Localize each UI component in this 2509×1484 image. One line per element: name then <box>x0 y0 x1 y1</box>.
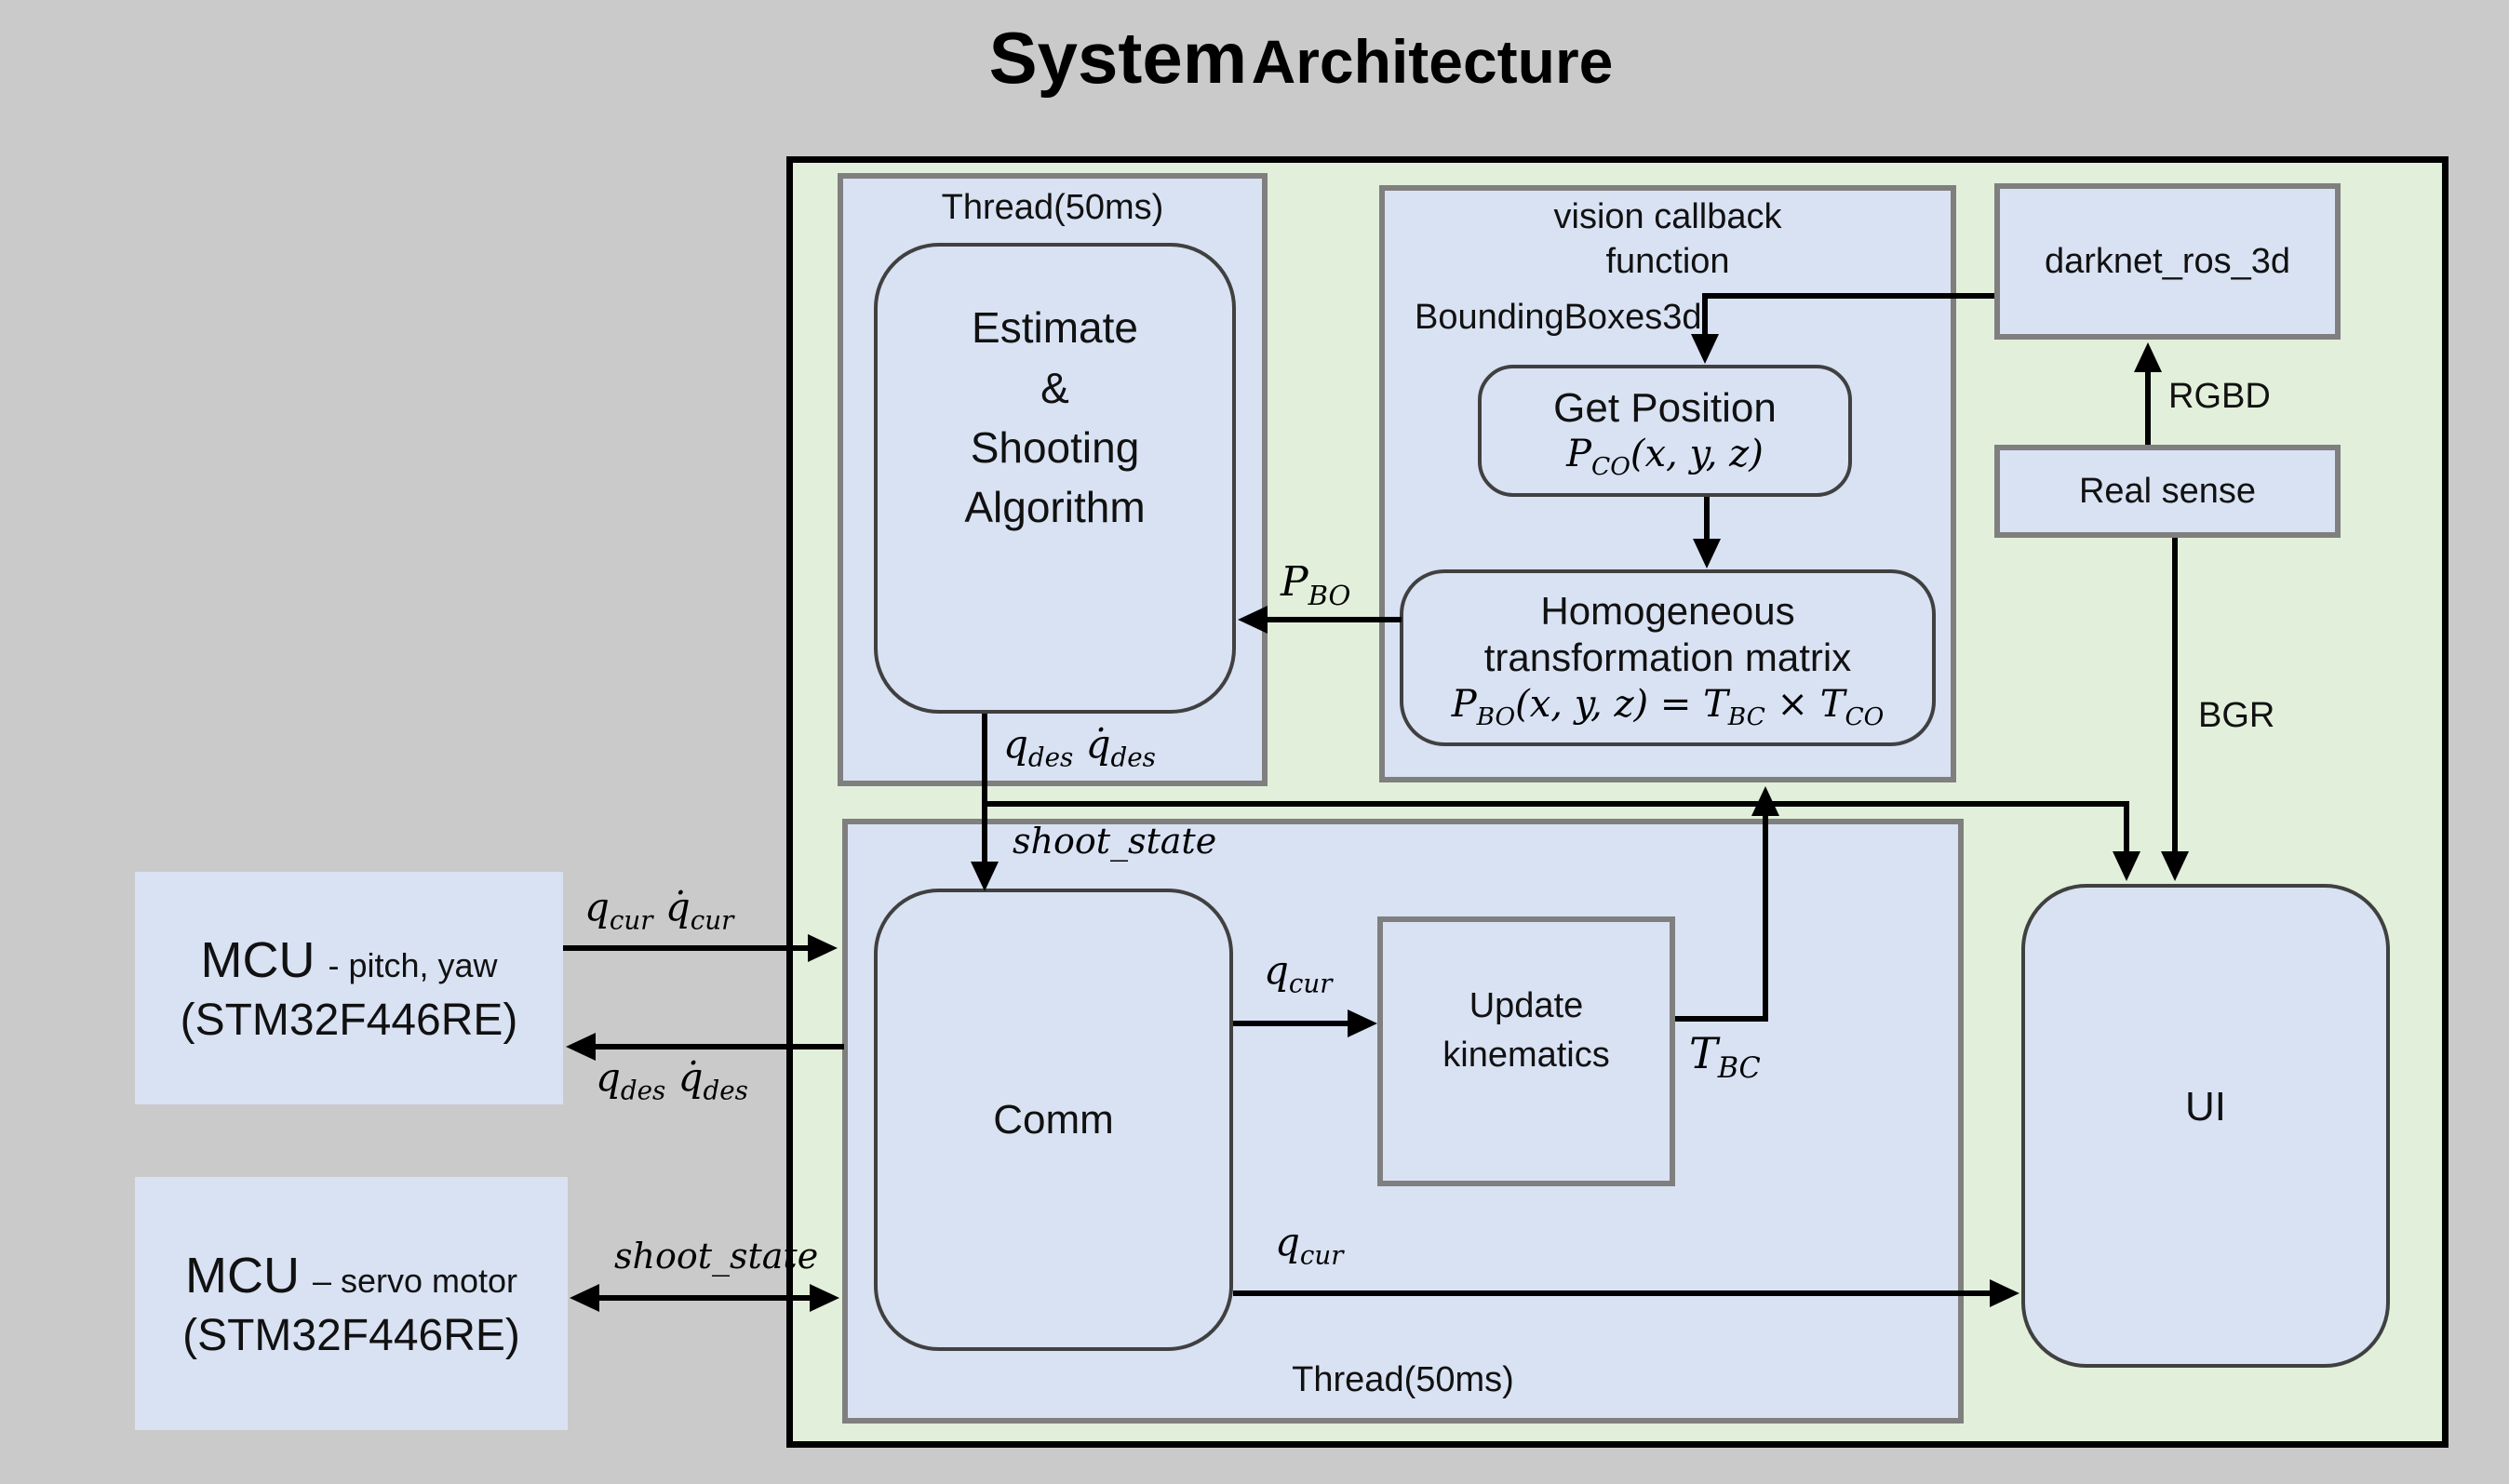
homogeneous-formula: PBO(x, y, z) = TBC × TCO <box>1451 683 1885 732</box>
edge-tbc-vline <box>1763 816 1768 1022</box>
mcu-pitch-yaw-box: MCU - pitch, yaw (STM32F446RE) <box>135 872 563 1104</box>
edge-bgr-arrowhead <box>2161 851 2189 881</box>
edge-qcur-mcu-arrowhead <box>808 934 838 962</box>
darknet-ros-3d-box: darknet_ros_3d <box>1994 183 2341 340</box>
edge-comm-shootstate-label: shoot_state <box>1013 821 1217 862</box>
edge-darknet-to-getposition-hline <box>1702 293 1994 299</box>
darknet-ros-3d-label: darknet_ros_3d <box>2044 241 2291 281</box>
ui-label: UI <box>2185 1084 2226 1130</box>
edge-branch-to-ui-hline <box>982 801 2129 807</box>
page-title-word1: System <box>988 17 1248 99</box>
homogeneous-label-line1: Homogeneous <box>1540 588 1795 633</box>
homogeneous-label-line2: transformation matrix <box>1483 635 1852 679</box>
edge-getposition-to-homogeneous-line <box>1704 497 1710 539</box>
boundingboxes3d-label: BoundingBoxes3d <box>1415 298 1702 337</box>
comm-label: Comm <box>993 1096 1114 1143</box>
comm-node: Comm <box>874 889 1233 1351</box>
thread-50ms-top-label: Thread(50ms) <box>941 188 1164 227</box>
edge-branch-to-ui-arrowhead <box>2113 851 2140 881</box>
edge-bgr-label: BGR <box>2198 696 2275 735</box>
edge-qdes-mcu-label: qdes q̇des <box>596 1054 748 1106</box>
edge-tbc-arrowhead <box>1751 786 1779 816</box>
edge-qcur-to-ui-line <box>1233 1290 1990 1296</box>
edge-branch-to-ui-vline <box>2124 801 2129 853</box>
mcu-servo-motor-chip: (STM32F446RE) <box>182 1310 520 1360</box>
edge-darknet-to-getposition-vline <box>1702 293 1708 334</box>
mcu-servo-motor-box: MCU – servo motor (STM32F446RE) <box>135 1177 568 1430</box>
edge-tbc-label: TBC <box>1689 1028 1761 1086</box>
edge-estimate-qdes-label: qdes q̇des <box>1003 721 1156 773</box>
thread-50ms-bottom-label: Thread(50ms) <box>1292 1360 1514 1399</box>
edge-qdes-mcu-line <box>596 1044 844 1049</box>
edge-qcur-to-kinematics-label: qcur <box>1264 947 1333 999</box>
edge-shootstate-mcu-line <box>599 1295 810 1301</box>
edge-qcur-to-ui-label: qcur <box>1275 1219 1344 1271</box>
edge-qcur-mcu-line <box>563 945 810 951</box>
real-sense-box: Real sense <box>1994 445 2341 538</box>
edge-pbo-label: PBO <box>1281 558 1351 611</box>
edge-rgbd-label: RGBD <box>2168 377 2271 416</box>
real-sense-label: Real sense <box>2078 471 2257 511</box>
edge-estimate-to-comm-line <box>982 714 987 862</box>
edge-pbo-line <box>1268 617 1402 622</box>
mcu-servo-motor-name: MCU <box>184 1247 300 1304</box>
get-position-label: Get Position <box>1553 384 1777 431</box>
page-title: System Architecture <box>557 17 2046 100</box>
get-position-node: Get Position PCO(x, y, z) <box>1478 365 1852 497</box>
edge-qdes-mcu-arrowhead <box>566 1033 596 1061</box>
get-position-formula: PCO(x, y, z) <box>1566 433 1764 482</box>
edge-estimate-to-comm-arrowhead <box>971 862 999 891</box>
edge-getposition-to-homogeneous-arrowhead <box>1693 539 1721 568</box>
homogeneous-matrix-node: Homogeneous transformation matrix PBO(x,… <box>1400 569 1936 746</box>
ui-node: UI <box>2021 884 2390 1368</box>
edge-rgbd-line <box>2145 372 2151 445</box>
mcu-pitch-yaw-role: - pitch, yaw <box>328 945 498 984</box>
mcu-pitch-yaw-name: MCU <box>200 931 315 988</box>
edge-tbc-hline <box>1675 1016 1768 1022</box>
edge-darknet-to-getposition-arrowhead <box>1691 334 1719 364</box>
edge-pbo-arrowhead <box>1238 606 1268 634</box>
edge-shootstate-mcu-arrowhead-right <box>810 1284 839 1312</box>
edge-qcur-to-kinematics-line <box>1233 1021 1348 1026</box>
mcu-pitch-yaw-chip: (STM32F446RE) <box>180 995 518 1045</box>
page-title-word2: Architecture <box>1251 27 1614 96</box>
edge-qcur-to-ui-arrowhead <box>1990 1279 2019 1307</box>
edge-qcur-to-kinematics-arrowhead <box>1348 1009 1377 1037</box>
edge-rgbd-arrowhead <box>2134 342 2162 372</box>
edge-qcur-mcu-label: qcur q̇cur <box>584 884 734 936</box>
mcu-servo-motor-role: – servo motor <box>312 1261 518 1300</box>
edge-shootstate-mcu-arrowhead-left <box>570 1284 599 1312</box>
edge-shootstate-mcu-label: shoot_state <box>614 1236 819 1277</box>
edge-bgr-line <box>2172 538 2178 853</box>
